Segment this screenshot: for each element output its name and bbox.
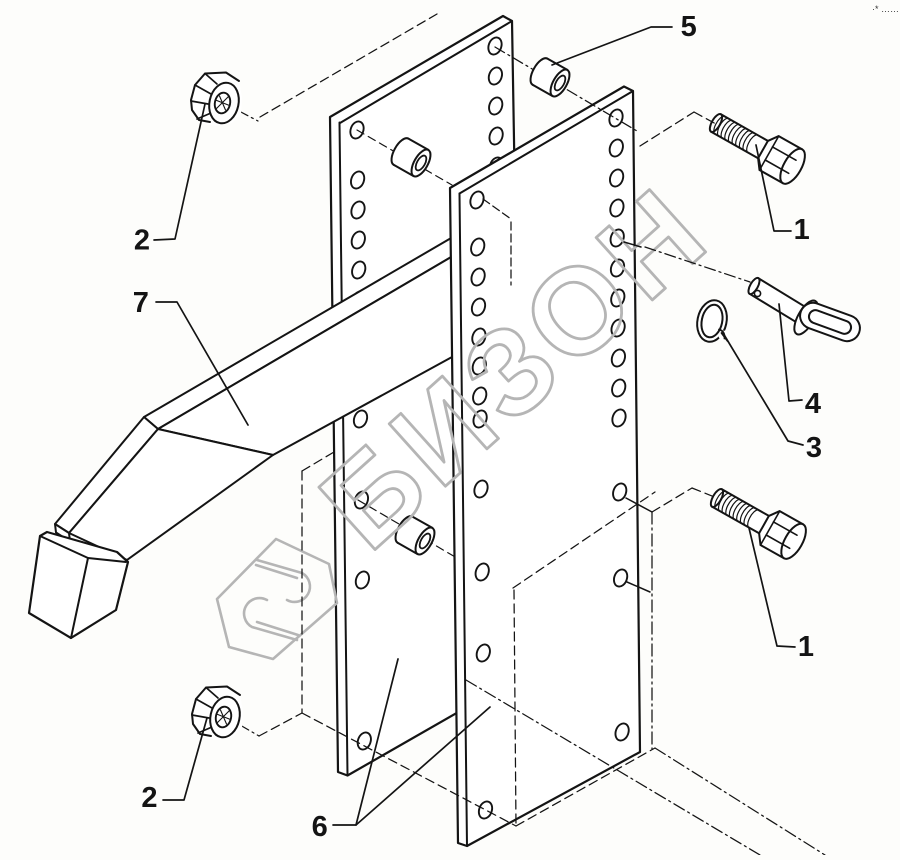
svg-text:1: 1	[798, 631, 814, 663]
svg-text:6: 6	[312, 811, 328, 843]
svg-text:2: 2	[141, 782, 157, 814]
svg-text:7: 7	[133, 287, 149, 319]
svg-text:·* ……: ·* ……	[872, 4, 899, 14]
svg-text:2: 2	[134, 225, 150, 257]
svg-text:4: 4	[805, 388, 821, 420]
svg-text:3: 3	[806, 432, 822, 464]
svg-text:1: 1	[794, 214, 810, 246]
svg-text:5: 5	[681, 11, 697, 43]
